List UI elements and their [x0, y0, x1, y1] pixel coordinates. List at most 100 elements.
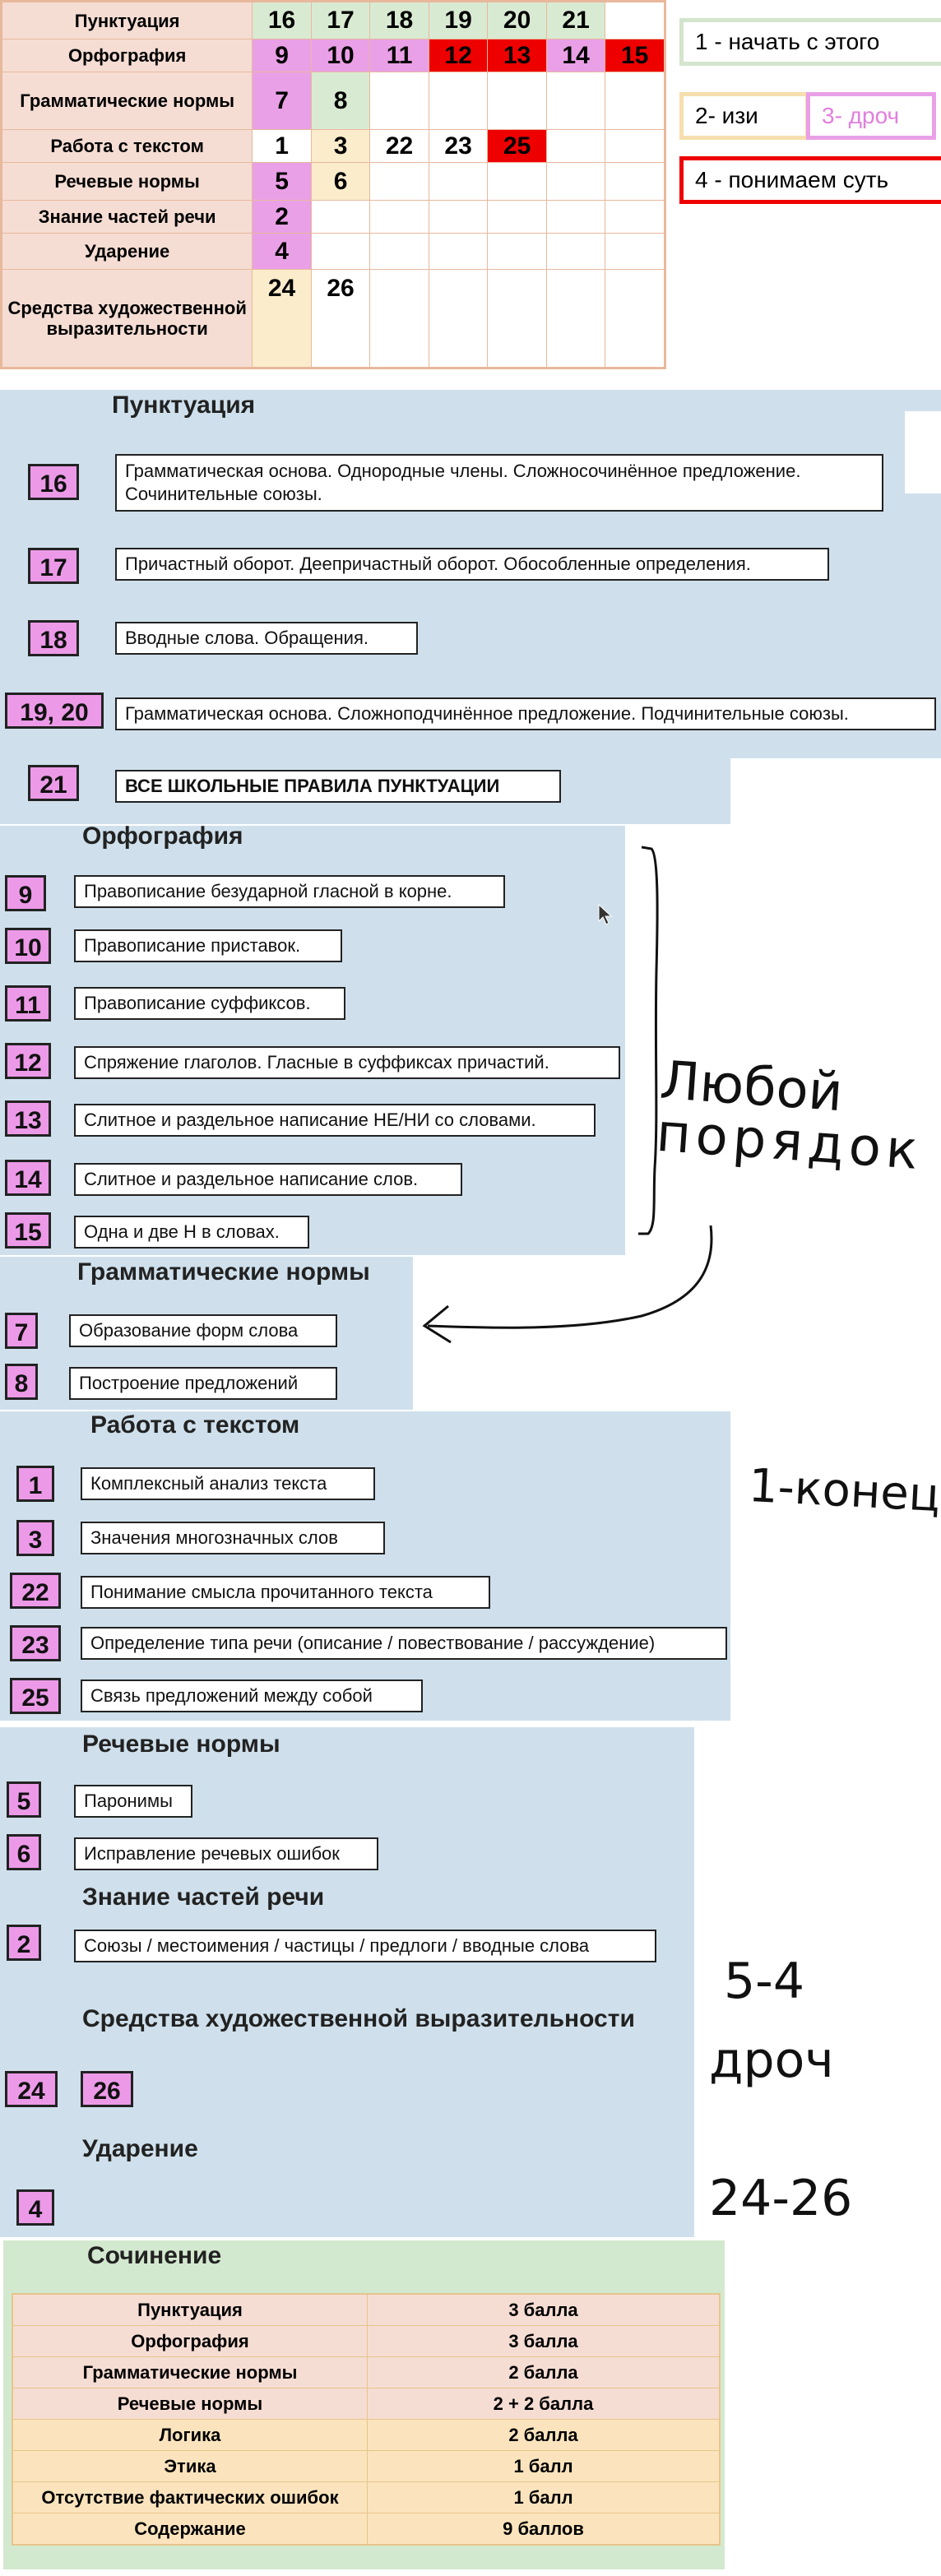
task-number[interactable]: 1: [16, 1466, 54, 1502]
task-cell: 18: [369, 1, 429, 39]
legend-red: 4 - понимаем суть: [679, 156, 941, 204]
empty-cell: [428, 233, 489, 270]
task-number[interactable]: 23: [10, 1625, 61, 1661]
task-cell: 14: [545, 39, 606, 72]
empty-cell: [369, 269, 429, 368]
task-number[interactable]: 17: [28, 548, 79, 584]
task-number[interactable]: 15: [5, 1212, 51, 1249]
handwritten-24-26: 24-26: [709, 2170, 853, 2227]
empty-cell: [605, 233, 665, 270]
row-label: Знание частей речи: [0, 200, 253, 234]
criterion-points: 2 балла: [367, 2419, 721, 2451]
task-number[interactable]: 16: [28, 464, 79, 500]
empty-cell: [605, 200, 665, 234]
task-number[interactable]: 24: [5, 2071, 58, 2107]
task-cell: 7: [252, 72, 312, 130]
essay-title: Сочинение: [87, 2242, 222, 2269]
task-number[interactable]: 26: [81, 2071, 133, 2107]
task-number[interactable]: 2: [7, 1925, 41, 1961]
criterion-points: 3 балла: [367, 2325, 721, 2357]
task-number[interactable]: 25: [10, 1678, 61, 1714]
task-description: Исправление речевых ошибок: [74, 1837, 378, 1870]
empty-cell: [545, 233, 606, 270]
task-number[interactable]: 8: [5, 1364, 38, 1400]
empty-cell: [545, 200, 606, 234]
task-description: Слитное и раздельное написание слов.: [74, 1163, 462, 1196]
row-label: Средства художественной выразительности: [0, 269, 253, 368]
task-number[interactable]: 10: [5, 928, 51, 964]
task-number[interactable]: 5: [7, 1781, 41, 1818]
criterion-points: 9 баллов: [367, 2513, 721, 2546]
task-cell: 4: [252, 233, 312, 270]
task-description: Значения многозначных слов: [81, 1522, 385, 1554]
task-number[interactable]: 6: [7, 1834, 41, 1870]
criterion-label: Этика: [12, 2450, 368, 2482]
task-number[interactable]: 3: [16, 1520, 54, 1556]
arrowhead-stroke: [422, 1304, 452, 1344]
criterion-points: 1 балл: [367, 2450, 721, 2482]
task-number[interactable]: 4: [16, 2189, 54, 2226]
task-number[interactable]: 11: [5, 985, 51, 1022]
task-number[interactable]: 9: [5, 875, 46, 911]
text-work-panel: [0, 1411, 730, 1721]
empty-cell: [369, 162, 429, 201]
task-number[interactable]: 7: [5, 1313, 38, 1349]
task-cell: 11: [369, 39, 429, 72]
task-description: Определение типа речи (описание / повест…: [81, 1627, 727, 1660]
handwritten-any-order: Любой порядок: [655, 1050, 929, 1182]
task-cell: 5: [252, 162, 312, 201]
task-number[interactable]: 14: [5, 1160, 51, 1196]
criterion-label: Отсутствие фактических ошибок: [12, 2481, 368, 2513]
task-cell: 21: [545, 1, 606, 39]
task-number[interactable]: 22: [10, 1573, 61, 1609]
task-description: Правописание приставок.: [74, 929, 342, 962]
task-cell: 2: [252, 200, 312, 234]
task-cell: 8: [310, 72, 371, 130]
task-number[interactable]: 13: [5, 1100, 51, 1137]
empty-cell: [605, 1, 665, 39]
task-number[interactable]: 18: [28, 620, 79, 656]
empty-cell: [605, 162, 665, 201]
text-work-title: Работа с текстом: [90, 1411, 300, 1439]
task-number[interactable]: 21: [28, 765, 79, 801]
empty-cell: [369, 72, 429, 130]
cursor-icon: [598, 903, 613, 925]
empty-cell: [605, 129, 665, 163]
arrow-stroke: [427, 1225, 713, 1329]
handwritten-end-note: 1-конец: [747, 1458, 941, 1523]
empty-cell: [428, 200, 489, 234]
task-description: Построение предложений: [69, 1367, 337, 1400]
task-cell: 13: [487, 39, 547, 72]
criterion-label: Логика: [12, 2419, 368, 2451]
empty-cell: [369, 200, 429, 234]
task-description: Грамматическая основа. Сложноподчинённое…: [115, 697, 936, 730]
task-number[interactable]: 12: [5, 1043, 51, 1079]
task-number[interactable]: 19, 20: [5, 693, 104, 729]
task-description: Комплексный анализ текста: [81, 1467, 375, 1500]
task-cell: 19: [428, 1, 489, 39]
criterion-label: Пунктуация: [12, 2293, 368, 2326]
stress-title: Ударение: [82, 2135, 198, 2162]
task-description: Причастный оборот. Деепричастный оборот.…: [115, 548, 829, 581]
task-description: ВСЕ ШКОЛЬНЫЕ ПРАВИЛА ПУНКТУАЦИИ: [115, 770, 561, 803]
criterion-points: 2 балла: [367, 2356, 721, 2388]
criterion-label: Речевые нормы: [12, 2388, 368, 2420]
legend-pink: 3- дроч: [806, 92, 936, 140]
empty-cell: [605, 72, 665, 130]
task-description: Спряжение глаголов. Гласные в суффиксах …: [74, 1046, 620, 1079]
task-cell: 26: [310, 269, 371, 368]
task-description: Вводные слова. Обращения.: [115, 622, 418, 655]
row-label: Работа с текстом: [0, 129, 253, 163]
handwritten-droch: дроч: [709, 2032, 834, 2089]
task-cell: 1: [252, 129, 312, 163]
white-notch: [905, 411, 941, 487]
